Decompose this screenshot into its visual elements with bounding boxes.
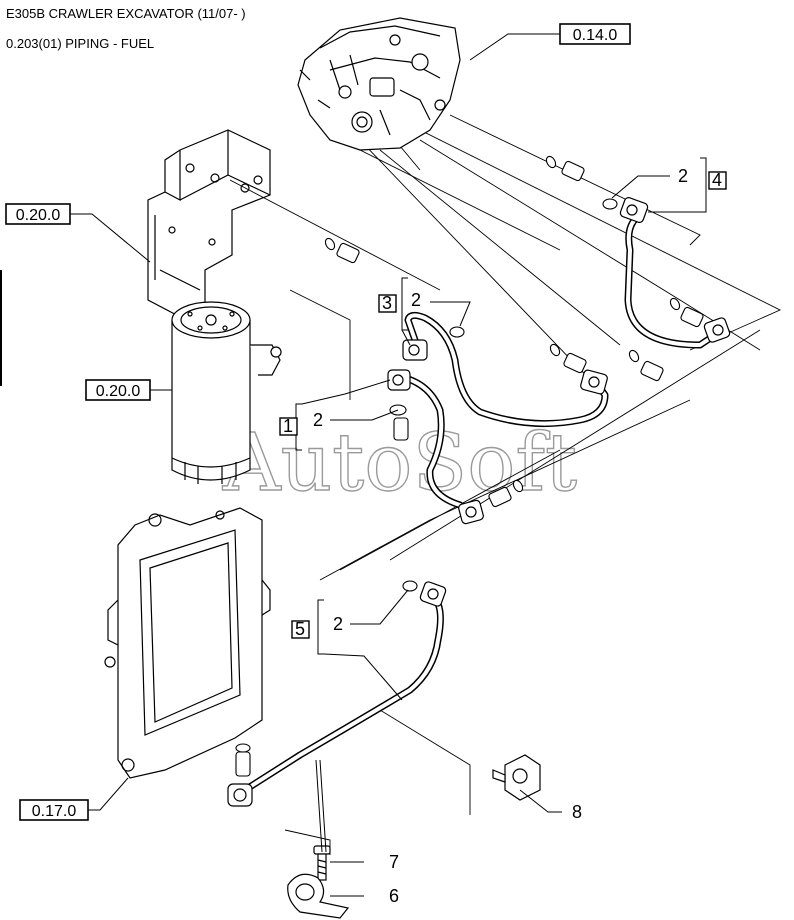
seal-label-group-3: 2 — [411, 290, 421, 310]
item-label-8: 8 — [572, 802, 582, 822]
seal-label-group-5: 2 — [333, 614, 343, 634]
injection-pump — [297, 17, 461, 151]
fuel-filter — [171, 301, 282, 484]
diagram-subtitle: 0.203(01) PIPING - FUEL — [6, 36, 155, 51]
item-label-6: 6 — [389, 886, 399, 906]
svg-text:0.20.0: 0.20.0 — [16, 207, 61, 224]
ref-box-0-20-0-top: 0.20.0 — [5, 203, 151, 263]
margin-rule — [0, 270, 2, 386]
group-label-4: 4 — [712, 170, 722, 190]
ref-box-0-17-0: 0.17.0 — [19, 777, 129, 821]
fuel-cooler — [104, 507, 271, 779]
seal-label-group-1: 2 — [313, 410, 323, 430]
adapters-and-o-rings — [235, 155, 704, 777]
item-label-7: 7 — [389, 852, 399, 872]
svg-text:0.20.0: 0.20.0 — [96, 383, 141, 400]
clamp-item-6 — [287, 873, 350, 919]
ref-box-0-20-0-filter: 0.20.0 — [85, 379, 172, 401]
fuel-pipes — [241, 211, 719, 794]
filter-bracket — [147, 129, 271, 331]
group-label-3: 3 — [382, 293, 392, 313]
group-label-5: 5 — [295, 619, 305, 639]
seal-label-group-4: 2 — [678, 166, 688, 186]
callouts — [295, 157, 707, 897]
ref-box-0-14-0: 0.14.0 — [469, 23, 631, 61]
pipe-fittings — [227, 197, 731, 807]
group-label-1: 1 — [283, 416, 293, 436]
fuel-sensor — [492, 754, 541, 801]
svg-text:0.17.0: 0.17.0 — [32, 803, 77, 820]
callout-labels: 4 3 1 5 2 2 2 2 7 6 8 — [279, 166, 727, 906]
leader-lines — [229, 109, 782, 855]
svg-text:0.14.0: 0.14.0 — [573, 27, 618, 44]
diagram-title: E305B CRAWLER EXCAVATOR (11/07- ) — [6, 6, 246, 21]
reference-boxes: 0.14.0 0.20.0 0.20.0 0.17.0 — [5, 23, 631, 821]
